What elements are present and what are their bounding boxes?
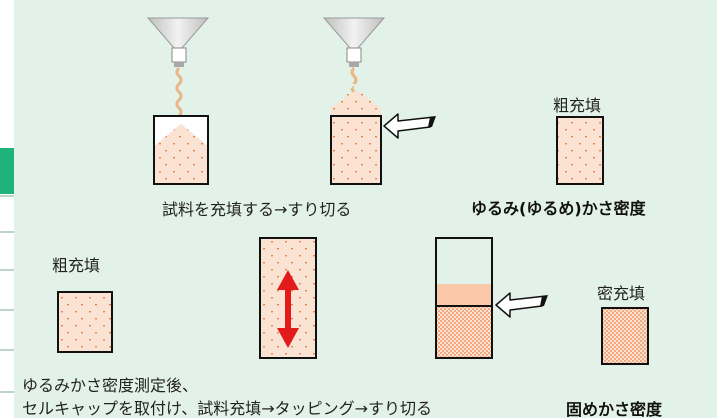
funnel-icon — [322, 17, 386, 94]
leveling-arrow-icon — [495, 292, 548, 318]
sample-container-filling — [153, 115, 209, 185]
loose-pack-label: 粗充填 — [553, 96, 602, 115]
tapped-bulk-density-label: 固めかさ密度 — [566, 400, 663, 419]
background-panel — [14, 0, 717, 418]
loose-pack-container — [556, 116, 604, 185]
dense-pack-label: 密充填 — [597, 284, 646, 303]
side-table-lines — [0, 195, 14, 393]
side-strip — [0, 148, 14, 194]
tapping-arrow-icon — [277, 270, 299, 348]
procedure-line-2: セルキャップを取付け、試料充填→タッピング→すり切る — [22, 399, 433, 418]
sample-container-overfilled — [330, 84, 382, 185]
funnel-icon — [146, 17, 210, 118]
dense-pack-container — [601, 307, 649, 365]
leveling-arrow-icon — [383, 113, 436, 139]
procedure-line-1: ゆるみかさ密度測定後、 — [22, 376, 199, 395]
capped-cell — [435, 237, 493, 359]
loose-pack-label-left: 粗充填 — [52, 256, 101, 275]
loose-pack-container-small — [57, 291, 113, 353]
loose-bulk-density-label: ゆるみ(ゆるめ)かさ密度 — [471, 199, 646, 218]
fill-and-level-caption: 試料を充填する→すり切る — [162, 200, 352, 219]
